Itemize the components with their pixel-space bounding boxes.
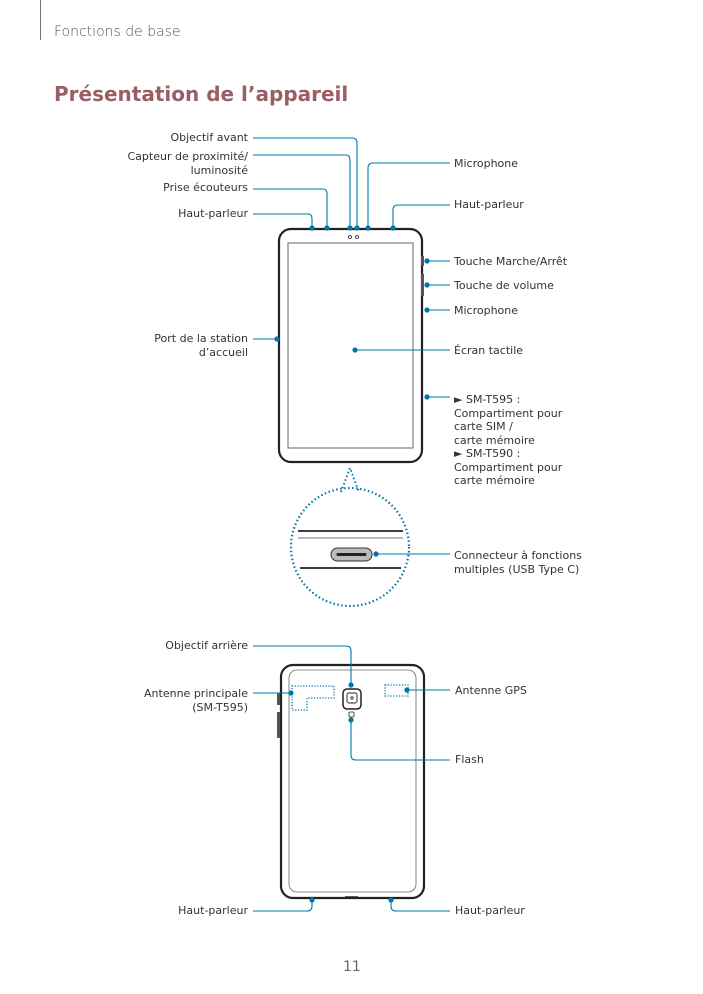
- back-body: [279, 663, 426, 900]
- touchscreen-area: [287, 242, 414, 449]
- label-line: carte mémoire: [454, 474, 535, 487]
- main-antenna-area: [291, 685, 335, 711]
- label-line: luminosité: [190, 163, 248, 177]
- label-power-key: Touche Marche/Arrêt: [454, 255, 568, 268]
- label-line: (SM-T595): [192, 700, 248, 714]
- label-microphone-side: Microphone: [454, 304, 519, 317]
- front-device: [277, 227, 424, 464]
- callout-front-camera: [253, 137, 358, 227]
- callout-speaker-left: [253, 213, 313, 227]
- callout-flash: [350, 720, 450, 761]
- label-line: carte mémoire: [454, 433, 535, 447]
- label-sim-tray: ► SM-T595 : Compartiment pour carte SIM …: [454, 393, 562, 488]
- label-earphone-jack: Prise écouteurs: [163, 181, 248, 194]
- label-speaker-front-right: Haut-parleur: [454, 198, 524, 211]
- label-speaker-back-left: Haut-parleur: [178, 904, 248, 917]
- rear-camera-shape: [342, 688, 362, 710]
- label-line: Capteur de proximité/: [127, 150, 248, 163]
- label-rear-camera: Objectif arrière: [165, 639, 248, 652]
- label-gps-antenna: Antenne GPS: [455, 684, 527, 697]
- callout-earphone: [253, 188, 328, 227]
- sensor-dot: [355, 235, 359, 239]
- label-line: carte SIM /: [454, 420, 513, 433]
- header-rule: [40, 0, 41, 40]
- back-callouts: [253, 645, 450, 912]
- label-line: Compartiment pour: [454, 460, 563, 474]
- callout-speaker-right: [392, 204, 450, 227]
- front-callout-dots: [274, 225, 430, 400]
- label-usb-connector: Connecteur à fonctions multiples (USB Ty…: [454, 549, 582, 576]
- page-number: 11: [343, 959, 361, 975]
- label-line: Compartiment pour: [454, 406, 563, 420]
- sensor-dot: [348, 235, 352, 239]
- section-header: Fonctions de base: [54, 24, 181, 40]
- back-device: [277, 663, 426, 900]
- callout-rear-camera: [253, 645, 352, 685]
- label-front-camera: Objectif avant: [170, 131, 248, 144]
- label-line: Connecteur à fonctions: [454, 549, 582, 562]
- zoom-pointer: [340, 465, 360, 493]
- label-microphone-top: Microphone: [454, 157, 519, 170]
- flash-shape: [348, 711, 355, 718]
- callout-back-speaker-right: [390, 900, 450, 912]
- callout-back-speaker-left: [253, 900, 313, 912]
- label-line: Port de la station: [154, 332, 248, 345]
- label-flash: Flash: [455, 753, 484, 766]
- front-body: [277, 227, 424, 464]
- label-dock-port: Port de la station d’accueil: [154, 332, 248, 359]
- usb-zoom-detail: [289, 465, 450, 608]
- power-key-shape: [421, 256, 424, 266]
- label-speaker-back-right: Haut-parleur: [455, 904, 525, 917]
- front-callouts: [253, 137, 450, 398]
- label-main-antenna: Antenne principale (SM-T595): [144, 687, 248, 714]
- label-volume-key: Touche de volume: [454, 279, 554, 292]
- zoom-circle: [289, 486, 411, 608]
- label-line: multiples (USB Type C): [454, 562, 580, 576]
- page-title: Présentation de l’appareil: [54, 82, 349, 106]
- label-speaker-front-left: Haut-parleur: [178, 207, 248, 220]
- label-line: d’accueil: [198, 345, 248, 359]
- label-line: ► SM-T595 :: [454, 393, 521, 406]
- label-touchscreen: Écran tactile: [454, 344, 524, 357]
- label-proximity-sensor: Capteur de proximité/ luminosité: [127, 150, 248, 177]
- label-line: Antenne principale: [144, 687, 248, 700]
- callout-mic-top: [367, 162, 450, 227]
- volume-key-shape: [421, 274, 424, 296]
- back-callout-dots: [288, 682, 410, 903]
- label-line: ► SM-T590 :: [454, 447, 521, 460]
- callout-proximity: [253, 154, 351, 227]
